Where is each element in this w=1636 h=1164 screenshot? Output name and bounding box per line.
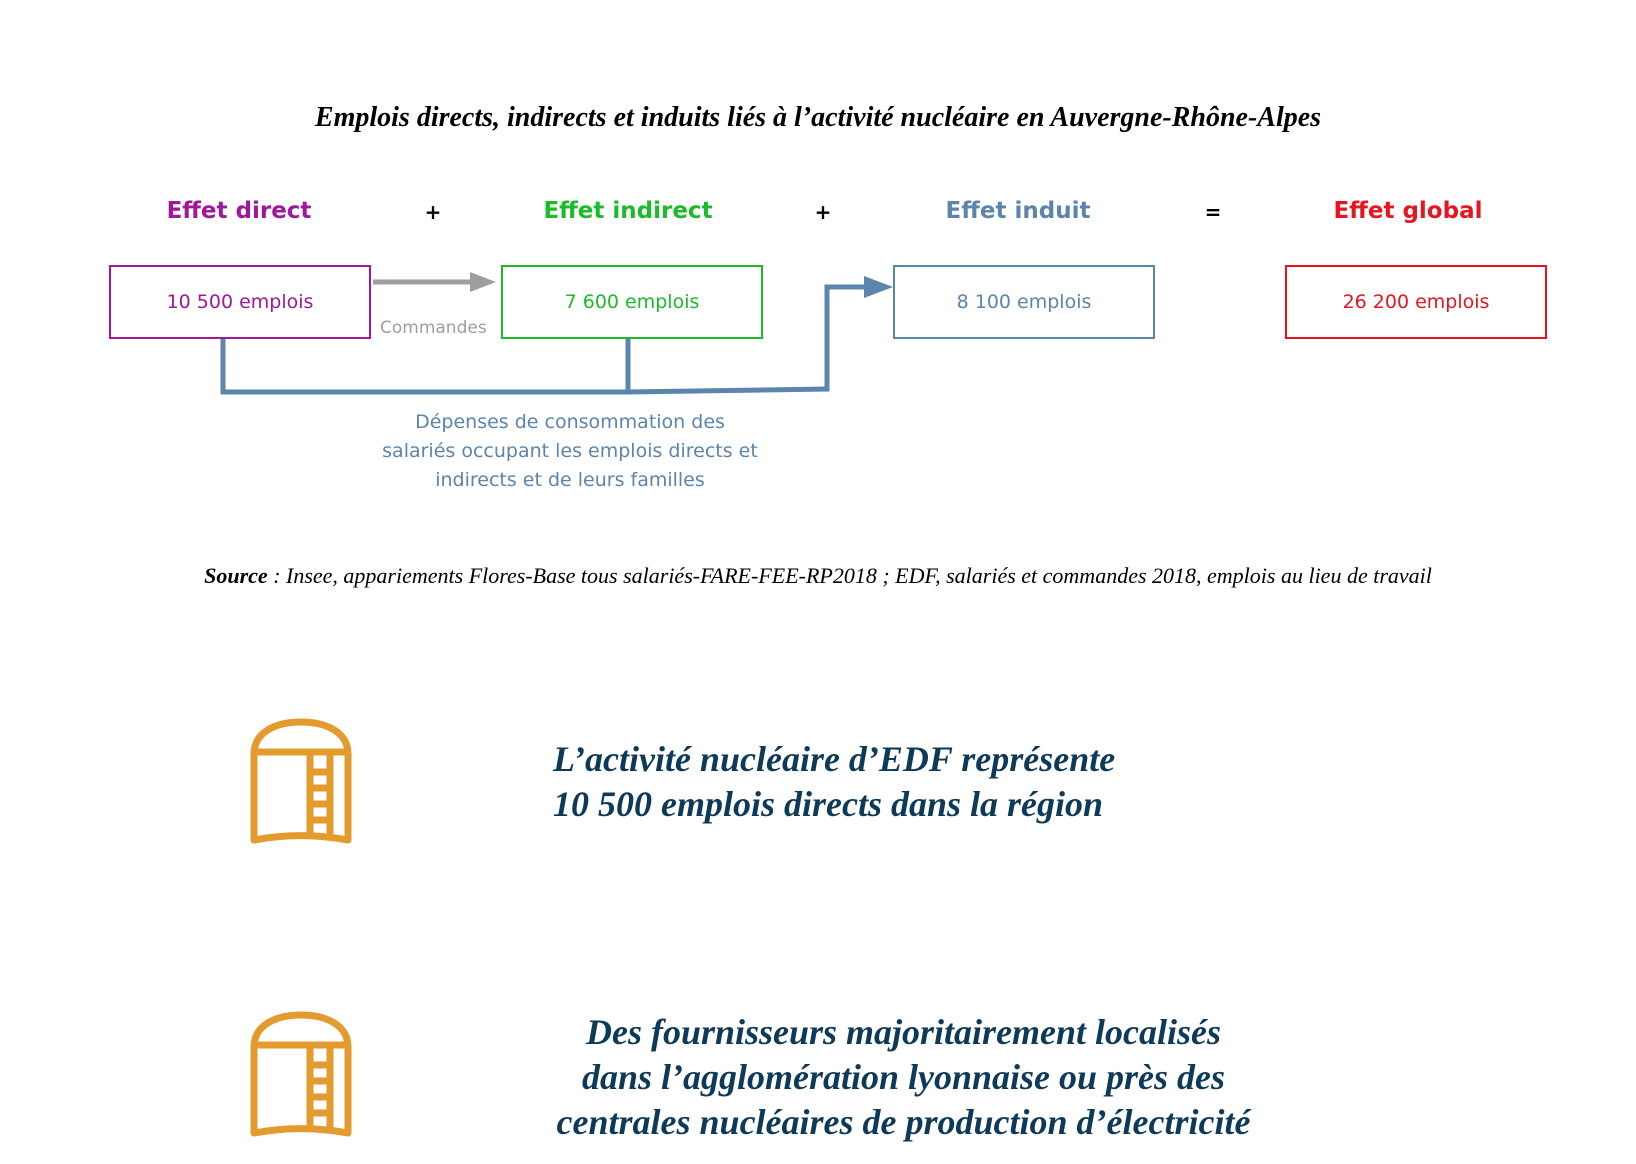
headline-line: 10 500 emplois directs dans la région	[553, 784, 1104, 824]
induced-jobs-box: 8 100 emplois	[893, 265, 1155, 339]
commandes-arrow-head	[470, 272, 496, 292]
nuclear-plant-icon	[250, 1011, 352, 1137]
consumption-caption: Dépenses de consommation des salariés oc…	[360, 408, 780, 495]
direct-jobs-value: 10 500 emplois	[166, 291, 314, 313]
source-text: : Insee, appariements Flores-Base tous s…	[267, 563, 1432, 588]
effect-direct-label: Effet direct	[166, 198, 312, 224]
effect-global-label: Effet global	[1333, 198, 1483, 224]
consumption-arrow-head	[864, 276, 893, 298]
indirect-jobs-value: 7 600 emplois	[564, 291, 700, 313]
headline-line: Des fournisseurs majoritairement localis…	[585, 1012, 1222, 1052]
headline-line: L’activité nucléaire d’EDF représente	[553, 739, 1116, 779]
consumption-line: salariés occupant les emplois directs et	[382, 440, 758, 462]
source-note: Source : Insee, appariements Flores-Base…	[0, 563, 1636, 589]
induced-jobs-value: 8 100 emplois	[956, 291, 1092, 313]
global-jobs-box: 26 200 emplois	[1285, 265, 1547, 339]
direct-jobs-box: 10 500 emplois	[109, 265, 371, 339]
commandes-label: Commandes	[380, 318, 487, 338]
highlight-edf-jobs: L’activité nucléaire d’EDF représente 10…	[553, 737, 1115, 827]
diagram-title: Emplois directs, indirects et induits li…	[314, 102, 1322, 133]
highlight-suppliers: Des fournisseurs majoritairement localis…	[496, 1010, 1311, 1145]
effect-induced-label: Effet induit	[945, 198, 1091, 224]
headline-line: dans l’agglomération lyonnaise ou près d…	[581, 1057, 1226, 1097]
consumption-line: Dépenses de consommation des	[415, 411, 725, 433]
plus-operator-2: +	[814, 200, 832, 224]
nuclear-plant-icon	[250, 718, 352, 844]
source-label: Source	[204, 563, 268, 588]
consumption-line: indirects et de leurs familles	[435, 469, 705, 491]
indirect-jobs-box: 7 600 emplois	[501, 265, 763, 339]
consumption-arrow-shaft	[627, 284, 868, 395]
headline-line: centrales nucléaires de production d’éle…	[556, 1102, 1251, 1142]
plus-operator-1: +	[424, 200, 442, 224]
effect-indirect-label: Effet indirect	[543, 198, 713, 224]
global-jobs-value: 26 200 emplois	[1342, 291, 1490, 313]
consumption-connector	[220, 339, 631, 395]
equals-operator: =	[1204, 200, 1222, 224]
